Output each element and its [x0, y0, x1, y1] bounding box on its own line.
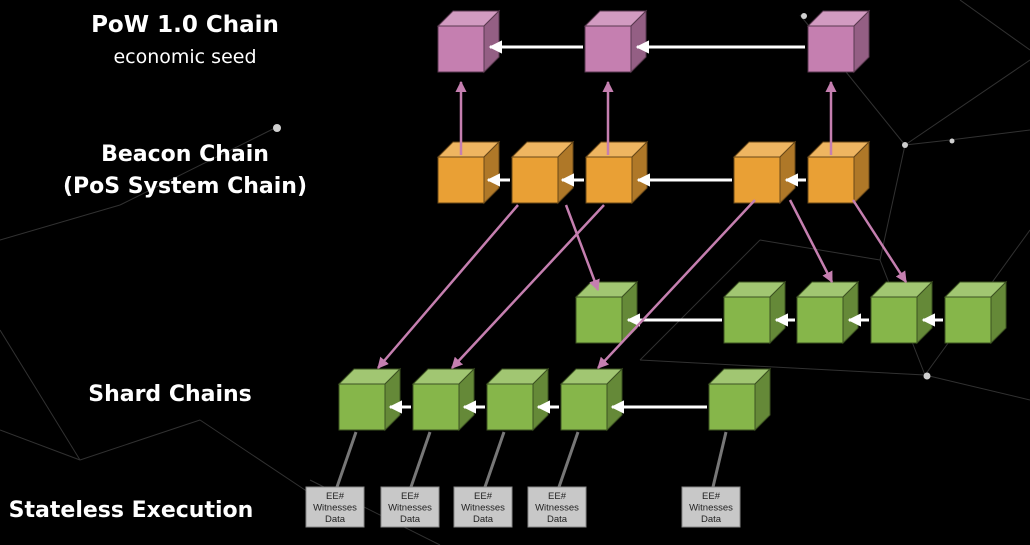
crosslink-arrow	[788, 199, 834, 284]
beacon-block	[510, 140, 575, 205]
ee-box-text: Data	[400, 514, 421, 525]
ee-connectors	[335, 431, 728, 488]
pow-block	[583, 9, 648, 74]
ee-box-text: Witnesses	[388, 503, 432, 514]
ee-box-text: Witnesses	[535, 503, 579, 514]
shard-block	[411, 367, 476, 432]
shard-block	[707, 367, 772, 432]
ee-box-text: Data	[473, 514, 494, 525]
pow-chain-subtitle: economic seed	[113, 46, 257, 68]
pow-block	[436, 9, 501, 74]
crosslink-arrow	[451, 204, 605, 369]
shard-block	[795, 280, 860, 345]
beacon-block	[436, 140, 501, 205]
ee-box-text: EE#	[474, 491, 493, 502]
pow-chain-title: PoW 1.0 Chain	[91, 12, 279, 38]
shard-block	[722, 280, 787, 345]
shard-block	[485, 367, 550, 432]
ee-boxes-layer: EE#WitnessesDataEE#WitnessesDataEE#Witne…	[305, 486, 741, 528]
crosslink-arrow	[851, 199, 908, 283]
crosslink-arrow	[597, 199, 756, 369]
crosslink-arrow	[564, 204, 600, 292]
beacon-block	[806, 140, 871, 205]
beacon-chain-title: Beacon Chain	[101, 142, 269, 167]
shard-block	[574, 280, 639, 345]
beacon-chain-subtitle: (PoS System Chain)	[62, 174, 307, 199]
ee-box-text: Witnesses	[461, 503, 505, 514]
arrows-layer	[377, 40, 943, 414]
blocks-layer	[337, 9, 1008, 432]
shard-block	[869, 280, 934, 345]
ee-box-text: Data	[701, 514, 722, 525]
ee-box-text: EE#	[326, 491, 345, 502]
shard-block	[337, 367, 402, 432]
stateless-execution-title: Stateless Execution	[8, 498, 254, 523]
shard-block	[559, 367, 624, 432]
ee-box-text: Witnesses	[313, 503, 357, 514]
beacon-block	[584, 140, 649, 205]
shard-chains-title: Shard Chains	[88, 382, 252, 407]
ee-box-text: Data	[547, 514, 568, 525]
ee-box-text: EE#	[401, 491, 420, 502]
shard-block	[943, 280, 1008, 345]
ee-box-text: EE#	[548, 491, 567, 502]
ee-box-text: EE#	[702, 491, 721, 502]
pow-block	[806, 9, 871, 74]
ee-box-text: Witnesses	[689, 503, 733, 514]
crosslink-arrow	[377, 204, 519, 369]
beacon-block	[732, 140, 797, 205]
ee-box-text: Data	[325, 514, 346, 525]
background-nodes	[273, 13, 955, 380]
